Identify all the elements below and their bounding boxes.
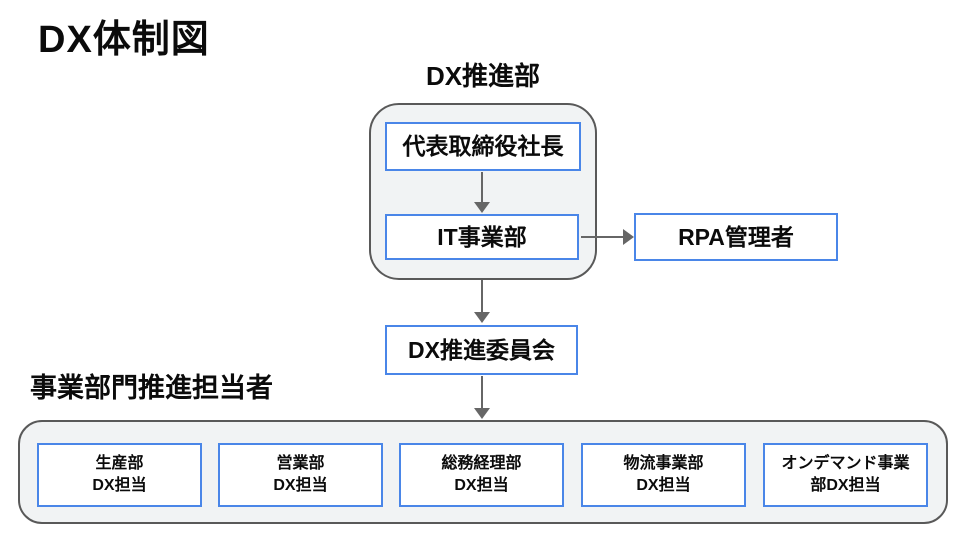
node-production-dx: 生産部 DX担当 — [37, 443, 202, 507]
arrow-shaft — [481, 376, 483, 408]
arrow-head — [474, 312, 490, 323]
node-it-division: IT事業部 — [385, 214, 579, 260]
node-general-affairs-accounting-dx: 総務経理部 DX担当 — [399, 443, 564, 507]
node-label-line1: 営業部 — [276, 455, 325, 473]
arrow-shaft — [481, 280, 483, 312]
node-sales-dx: 営業部 DX担当 — [218, 443, 383, 507]
node-label-line2: DX担当 — [454, 477, 509, 494]
dx-dept-label: DX推進部 — [425, 61, 541, 91]
node-label-line2: DX担当 — [636, 477, 691, 494]
node-dx-committee: DX推進委員会 — [385, 325, 578, 375]
arrow-head — [474, 408, 490, 419]
node-label-line1: 生産部 — [95, 455, 144, 473]
node-logistics-dx: 物流事業部 DX担当 — [581, 443, 746, 507]
node-label-line1: 物流事業部 — [623, 455, 704, 473]
node-rpa-manager: RPA管理者 — [634, 213, 838, 261]
arrow-shaft — [581, 236, 623, 238]
node-ondemand-dx: オンデマンド事業 部DX担当 — [763, 443, 928, 507]
node-label-line2: 部DX担当 — [810, 477, 881, 494]
node-label-line1: オンデマンド事業 — [781, 455, 910, 473]
business-units-label: 事業部門推進担当者 — [30, 373, 273, 403]
arrow-right-icon — [581, 229, 634, 245]
node-label-line2: DX担当 — [273, 477, 328, 494]
node-ceo: 代表取締役社長 — [385, 122, 581, 171]
arrow-shaft — [481, 172, 483, 202]
arrow-head — [623, 229, 634, 245]
arrow-down-icon — [474, 172, 490, 213]
page-title: DX体制図 — [38, 19, 210, 61]
arrow-down-icon — [474, 376, 490, 419]
arrow-head — [474, 202, 490, 213]
arrow-down-icon — [474, 280, 490, 323]
node-label-line1: 総務経理部 — [441, 455, 522, 473]
node-label-line2: DX担当 — [92, 477, 147, 494]
